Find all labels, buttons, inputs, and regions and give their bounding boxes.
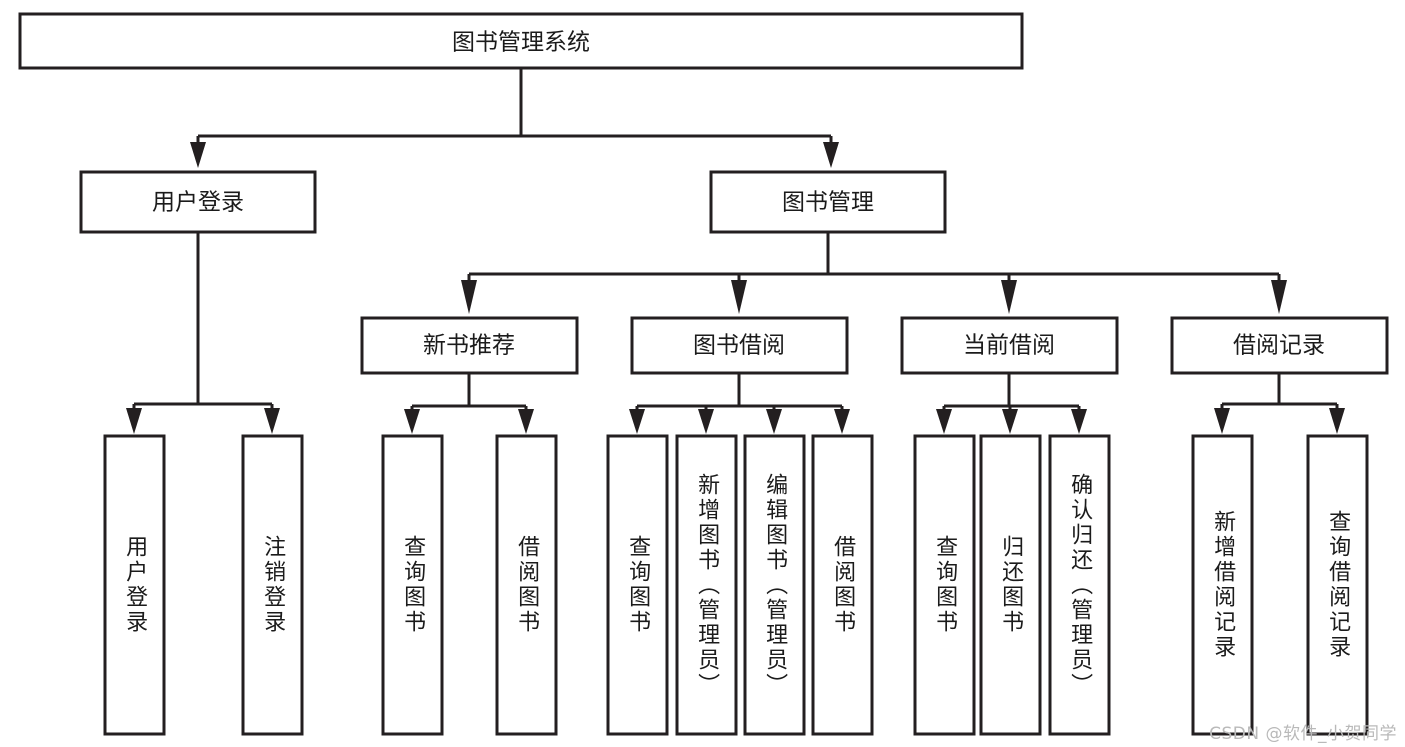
arrow-head-icon xyxy=(404,409,420,434)
connector-root-to-level2 xyxy=(190,68,839,168)
arrow-head-icon xyxy=(1001,280,1017,314)
leaf-box-borrow-book-1[interactable] xyxy=(495,434,558,736)
current-borrow-box xyxy=(900,316,1119,375)
csdn-watermark: CSDN @软件_小贺同学 xyxy=(1209,724,1397,744)
leaf-box-query-book-2[interactable] xyxy=(606,434,669,736)
arrow-head-icon xyxy=(629,409,645,434)
arrow-head-icon xyxy=(698,409,714,434)
leaf-box-query-book-3[interactable] xyxy=(913,434,976,736)
node-book-borrow[interactable]: 图书借阅 xyxy=(630,316,849,375)
arrow-head-icon xyxy=(834,409,850,434)
node-borrow-record[interactable]: 借阅记录 xyxy=(1170,316,1389,375)
connector-borrow-record-to-leaves xyxy=(1214,373,1345,434)
arrow-head-icon xyxy=(126,408,142,434)
new-book-recommend-box xyxy=(360,316,579,375)
current-borrow-label: 当前借阅 xyxy=(963,333,1055,359)
arrow-head-icon xyxy=(1329,408,1345,434)
arrow-head-icon xyxy=(1071,409,1087,434)
leaf-box-add-record[interactable] xyxy=(1191,434,1254,736)
leaf-box-return-book[interactable] xyxy=(979,434,1042,736)
book-management-label: 图书管理 xyxy=(782,190,874,216)
node-root[interactable]: 图书管理系统 xyxy=(18,12,1024,70)
connector-book-management-to-level3 xyxy=(461,232,1287,314)
connector-new-book-recommend-to-leaves xyxy=(404,373,534,434)
arrow-head-icon xyxy=(264,408,280,434)
arrow-head-icon xyxy=(518,409,534,434)
leaf-box-user-login[interactable] xyxy=(103,434,166,736)
root-box xyxy=(18,12,1024,70)
node-user-login[interactable]: 用户登录 xyxy=(79,170,317,234)
arrow-head-icon xyxy=(1214,408,1230,434)
connector-book-borrow-to-leaves xyxy=(629,373,850,434)
node-new-book-recommend[interactable]: 新书推荐 xyxy=(360,316,579,375)
leaf-box-borrow-book-2[interactable] xyxy=(811,434,874,736)
root-label: 图书管理系统 xyxy=(452,30,590,56)
arrow-head-icon xyxy=(936,409,952,434)
leaf-box-query-book-1[interactable] xyxy=(381,434,444,736)
node-book-management[interactable]: 图书管理 xyxy=(709,170,947,234)
arrow-head-icon xyxy=(461,280,477,314)
arrow-head-icon xyxy=(1002,409,1018,434)
leaf-box-query-record[interactable] xyxy=(1306,434,1369,736)
user-login-box xyxy=(79,170,317,234)
book-borrow-label: 图书借阅 xyxy=(693,333,785,359)
new-book-recommend-label: 新书推荐 xyxy=(423,333,515,359)
leaf-box-add-book[interactable] xyxy=(675,434,738,736)
arrow-head-icon xyxy=(823,142,839,168)
leaf-box-confirm-return[interactable] xyxy=(1048,434,1111,736)
leaf-box-edit-book[interactable] xyxy=(743,434,806,736)
user-login-label: 用户登录 xyxy=(152,190,244,216)
arrow-head-icon xyxy=(1271,280,1287,314)
borrow-record-label: 借阅记录 xyxy=(1233,333,1325,359)
node-current-borrow[interactable]: 当前借阅 xyxy=(900,316,1119,375)
leaf-box-logout-login[interactable] xyxy=(241,434,304,736)
connector-current-borrow-to-leaves xyxy=(936,373,1087,434)
arrow-head-icon xyxy=(731,280,747,314)
connector-user-login-to-leaves xyxy=(126,232,280,434)
arrow-head-icon xyxy=(766,409,782,434)
arrow-head-icon xyxy=(190,142,206,168)
